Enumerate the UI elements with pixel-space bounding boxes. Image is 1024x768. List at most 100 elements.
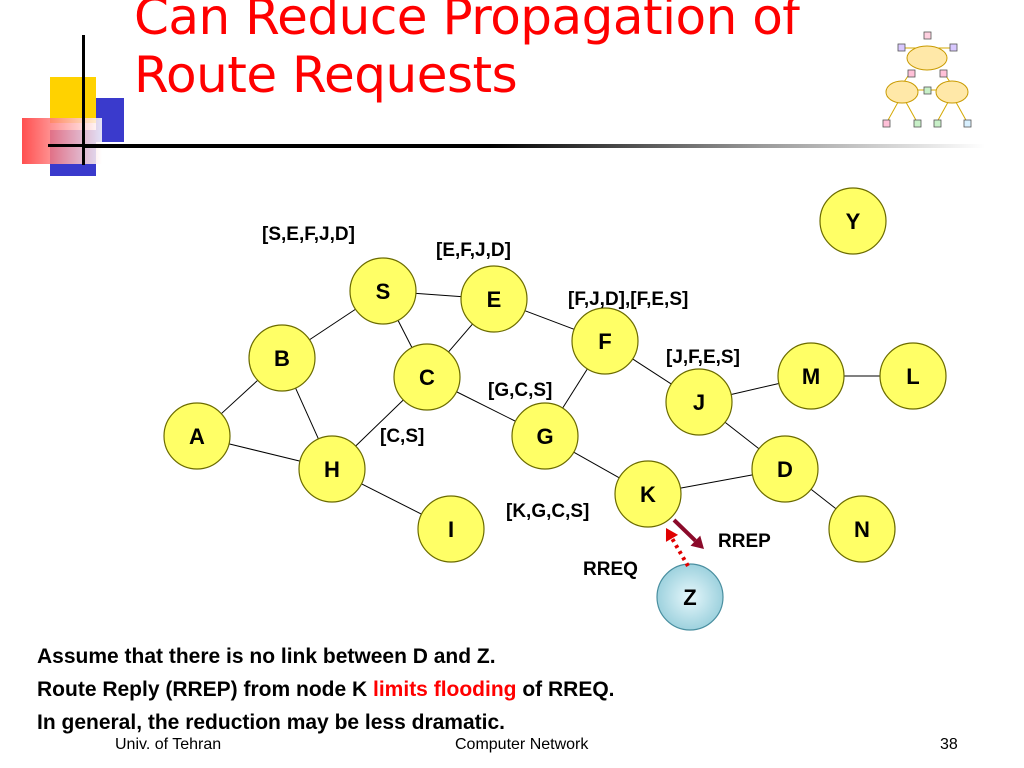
edge-F-J bbox=[632, 358, 672, 385]
node-M: M bbox=[777, 342, 845, 410]
node-label: M bbox=[802, 364, 820, 389]
node-D: D bbox=[751, 435, 819, 503]
edge-J-M bbox=[731, 382, 779, 396]
edge-F-G bbox=[562, 368, 588, 409]
page-number: 38 bbox=[940, 736, 958, 753]
node-E: E bbox=[460, 265, 528, 333]
footer-left: Univ. of Tehran bbox=[115, 736, 222, 753]
node-circle bbox=[298, 435, 366, 503]
node-A: A bbox=[163, 402, 231, 470]
edge-C-H bbox=[355, 399, 404, 447]
node-circle bbox=[751, 435, 819, 503]
edge-C-G bbox=[456, 391, 516, 422]
node-L: L bbox=[879, 342, 947, 410]
edge-S-C bbox=[397, 320, 413, 348]
edge-S-B bbox=[309, 308, 356, 341]
node-label: K bbox=[640, 482, 656, 507]
nodes-layer: S E F B C M L J A G H D K I N Y Z bbox=[163, 187, 947, 631]
node-label: S bbox=[376, 279, 391, 304]
node-label: C bbox=[419, 365, 435, 390]
node-F: F bbox=[571, 307, 639, 375]
arrow-rreq: RREQ bbox=[583, 528, 690, 580]
footer-center: Computer Network bbox=[455, 736, 589, 753]
node-Y: Y bbox=[819, 187, 887, 255]
node-C: C bbox=[393, 343, 461, 411]
edge-E-F bbox=[524, 310, 575, 330]
edge-G-K bbox=[573, 451, 620, 479]
route-record-K: [K,G,C,S] bbox=[506, 501, 589, 522]
node-I: I bbox=[417, 495, 485, 563]
node-circle bbox=[248, 324, 316, 392]
note-line: Route Reply (RREP) from node K limits fl… bbox=[37, 673, 615, 706]
edges-layer bbox=[220, 292, 880, 515]
node-G: G bbox=[511, 402, 579, 470]
node-label: Z bbox=[683, 585, 696, 610]
node-circle bbox=[665, 368, 733, 436]
node-H: H bbox=[298, 435, 366, 503]
route-record-C: [C,S] bbox=[380, 426, 424, 447]
network-clouds-icon bbox=[882, 31, 972, 128]
node-N: N bbox=[828, 495, 896, 563]
node-circle bbox=[511, 402, 579, 470]
node-label: J bbox=[693, 390, 705, 415]
node-label: A bbox=[189, 424, 205, 449]
edge-J-D bbox=[724, 421, 760, 450]
node-B: B bbox=[248, 324, 316, 392]
node-circle bbox=[393, 343, 461, 411]
node-J: J bbox=[665, 368, 733, 436]
edge-H-I bbox=[361, 483, 422, 515]
node-circle bbox=[460, 265, 528, 333]
arrow-label: RREQ bbox=[583, 559, 638, 580]
edge-S-E bbox=[415, 292, 462, 298]
notes: Assume that there is no link between D a… bbox=[37, 640, 615, 739]
node-label: D bbox=[777, 457, 793, 482]
arrow-rrep: RREP bbox=[672, 518, 771, 552]
edge-K-D bbox=[680, 474, 753, 489]
node-label: F bbox=[598, 329, 611, 354]
edge-A-H bbox=[228, 443, 301, 462]
slide-title: Can Reduce Propagation of Route Requests bbox=[134, 0, 800, 104]
node-label: Y bbox=[846, 209, 861, 234]
node-Z: Z bbox=[656, 563, 724, 631]
node-circle bbox=[614, 460, 682, 528]
edge-D-N bbox=[810, 488, 837, 510]
node-K: K bbox=[614, 460, 682, 528]
arrow-label: RREP bbox=[718, 531, 771, 552]
node-label: I bbox=[448, 517, 454, 542]
corner-decoration bbox=[0, 0, 140, 180]
arrows-layer: RREP RREQ bbox=[583, 518, 771, 580]
node-circle bbox=[656, 563, 724, 631]
node-label: L bbox=[906, 364, 919, 389]
edge-B-H bbox=[295, 387, 319, 440]
node-circle bbox=[349, 257, 417, 325]
note-text: In general, the reduction may be less dr… bbox=[37, 711, 505, 734]
node-label: H bbox=[324, 457, 340, 482]
note-text: of RREQ. bbox=[516, 678, 615, 701]
edge-E-C bbox=[448, 323, 473, 353]
title-underline bbox=[85, 144, 985, 148]
route-record-F: [F,J,D],[F,E,S] bbox=[568, 289, 688, 310]
slide-title-line-1: Can Reduce Propagation of bbox=[134, 0, 800, 46]
node-circle bbox=[571, 307, 639, 375]
note-highlight: limits flooding bbox=[373, 678, 517, 701]
node-S: S bbox=[349, 257, 417, 325]
route-record-E: [E,F,J,D] bbox=[436, 240, 511, 261]
slide-title-line-2: Route Requests bbox=[134, 46, 518, 104]
route-records-layer: [S,E,F,J,D][E,F,J,D][F,J,D],[F,E,S][J,F,… bbox=[262, 224, 740, 522]
node-circle bbox=[163, 402, 231, 470]
node-label: G bbox=[536, 424, 553, 449]
note-line: Assume that there is no link between D a… bbox=[37, 640, 615, 673]
node-circle bbox=[417, 495, 485, 563]
node-label: B bbox=[274, 346, 290, 371]
edge-B-A bbox=[220, 379, 259, 415]
node-label: N bbox=[854, 517, 870, 542]
node-circle bbox=[879, 342, 947, 410]
node-circle bbox=[777, 342, 845, 410]
node-label: E bbox=[487, 287, 502, 312]
route-record-G: [G,C,S] bbox=[488, 380, 552, 401]
note-line: In general, the reduction may be less dr… bbox=[37, 706, 615, 739]
route-record-J: [J,F,E,S] bbox=[666, 347, 740, 368]
note-text: Route Reply (RREP) from node K bbox=[37, 678, 374, 701]
node-circle bbox=[819, 187, 887, 255]
